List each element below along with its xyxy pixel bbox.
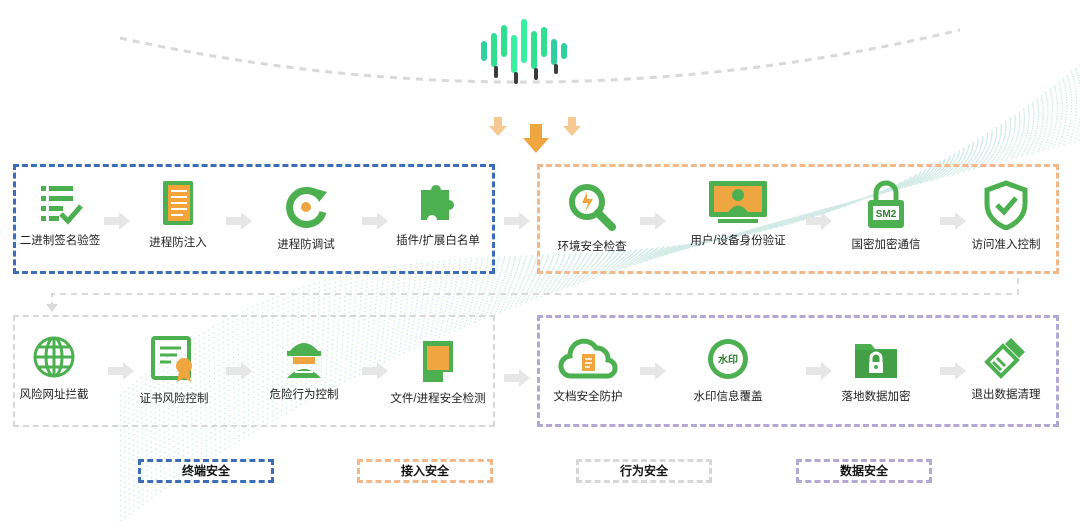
- wave-line: [119, 127, 1080, 502]
- item-label: 访问准入控制: [971, 239, 1041, 251]
- row-connector: [46, 278, 1019, 312]
- item-exit-cleanup: 退出数据清理: [946, 334, 1066, 402]
- item-process-anti-injection: 进程防注入: [118, 178, 238, 250]
- monitor-user-icon: [709, 181, 767, 223]
- legend-terminal-security: 终端安全: [138, 459, 274, 483]
- flow-arrow-icon: [108, 362, 134, 380]
- folder-lock-icon: [855, 344, 897, 378]
- wave-line: [119, 133, 1080, 512]
- wave-line: [119, 76, 1080, 417]
- wave-line: [119, 85, 1080, 432]
- shield-check-icon: [984, 180, 1028, 230]
- item-label: 二进制签名验签: [19, 235, 101, 247]
- item-label: 进程防注入: [149, 237, 207, 249]
- wave-line: [119, 139, 1080, 521]
- legend-behavior-security: 行为安全: [576, 459, 712, 483]
- file-icon: [423, 341, 453, 382]
- wave-line: [119, 79, 1080, 422]
- flow-arrow-icon: [806, 212, 832, 230]
- access-security-box: [537, 164, 1059, 274]
- item-label: 国密加密通信: [851, 239, 921, 251]
- flow-arrow-icon: [806, 362, 832, 380]
- behavior-security-box: [13, 315, 495, 427]
- item-label: 文档安全防护: [553, 391, 623, 403]
- item-watermark: 水印 水印信息覆盖: [668, 336, 788, 404]
- down-arrow-left-icon: [489, 117, 507, 136]
- item-label: 文件/进程安全检测: [390, 393, 486, 405]
- flow-arrow-icon: [226, 362, 252, 380]
- down-arrow-right-icon: [563, 117, 581, 136]
- terminal-security-box: [13, 164, 495, 274]
- item-access-control: 访问准入控制: [946, 180, 1066, 252]
- item-sm-encryption: SM2 国密加密通信: [826, 180, 946, 252]
- item-label: 退出数据清理: [971, 389, 1041, 401]
- logo-icon: [481, 19, 567, 84]
- refresh-target-icon: [286, 187, 327, 228]
- item-label: 水印信息覆盖: [693, 391, 763, 403]
- flow-arrow-icon: [504, 369, 530, 387]
- magnifier-icon: [569, 184, 616, 231]
- sm2-lock-icon: SM2: [868, 180, 904, 228]
- flow-arrow-icon: [504, 212, 530, 230]
- notebook-icon: [163, 181, 193, 225]
- flow-arrow-icon: [226, 212, 252, 230]
- item-env-check: 环境安全检查: [532, 182, 652, 254]
- flow-arrow-icon: [640, 362, 666, 380]
- flow-arrow-icon: [104, 212, 130, 230]
- checklist-icon: [41, 186, 83, 225]
- item-process-anti-debug: 进程防调试: [246, 184, 366, 252]
- certificate-icon: [151, 336, 192, 382]
- watermark-badge: 水印: [717, 353, 738, 366]
- item-label: 证书风险控制: [139, 393, 209, 405]
- item-label: 风险网址拦截: [19, 389, 89, 401]
- puzzle-icon: [421, 185, 454, 220]
- item-risk-url-block: 风险网址拦截: [0, 334, 114, 402]
- item-doc-protection: 文档安全防护: [528, 336, 648, 404]
- cloud-doc-icon: [558, 338, 618, 379]
- wave-line: [119, 100, 1080, 457]
- flow-arrow-icon: [362, 212, 388, 230]
- hacker-icon: [287, 343, 321, 378]
- legend-access-security: 接入安全: [357, 459, 493, 483]
- item-data-encryption: 落地数据加密: [816, 336, 936, 404]
- watermark-icon: 水印: [708, 339, 748, 379]
- globe-icon: [33, 336, 75, 378]
- wave-line: [119, 112, 1080, 477]
- item-label: 进程防调试: [277, 239, 335, 251]
- flow-arrow-icon: [362, 362, 388, 380]
- item-file-process-scan: 文件/进程安全检测: [378, 338, 498, 406]
- down-arrow-center-icon: [523, 124, 549, 153]
- item-label: 环境安全检查: [557, 241, 627, 253]
- flow-arrow-icon: [640, 212, 666, 230]
- wave-line: [119, 124, 1080, 497]
- sm2-badge: SM2: [876, 209, 897, 220]
- item-label: 插件/扩展白名单: [396, 235, 480, 247]
- wave-line: [119, 64, 1080, 397]
- item-label: 用户/设备身份验证: [690, 235, 786, 247]
- item-danger-behavior: 危险行为控制: [244, 334, 364, 402]
- item-label: 落地数据加密: [841, 391, 911, 403]
- flow-arrow-icon: [940, 212, 966, 230]
- item-user-device-auth: 用户/设备身份验证: [678, 178, 798, 248]
- brush-icon: [984, 338, 1025, 379]
- item-binary-signature: 二进制签名验签: [0, 180, 120, 248]
- data-security-box: [537, 315, 1059, 427]
- legend-data-security: 数据安全: [796, 459, 932, 483]
- flow-arrow-icon: [940, 362, 966, 380]
- item-plugin-whitelist: 插件/扩展白名单: [378, 180, 498, 248]
- item-label: 危险行为控制: [269, 389, 339, 401]
- item-cert-risk: 证书风险控制: [114, 334, 234, 406]
- wave-line: [119, 97, 1080, 452]
